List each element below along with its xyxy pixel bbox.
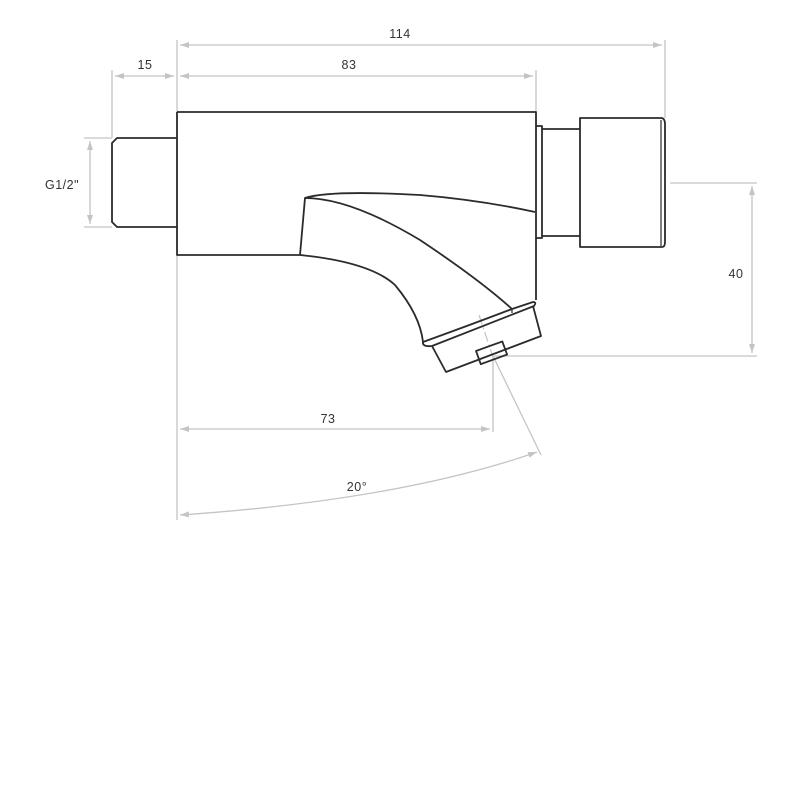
dimension-lines — [87, 42, 755, 518]
dim-arc-20deg — [179, 451, 538, 518]
thread-inlet — [111, 137, 177, 228]
aerator — [431, 305, 542, 373]
label-spout-projection: 73 — [321, 412, 336, 426]
label-spout-height: 40 — [729, 267, 744, 281]
aerator-slot — [475, 340, 508, 366]
spout-axis — [478, 314, 495, 361]
label-overall-length: 114 — [389, 27, 410, 41]
spout — [299, 192, 536, 256]
push-button — [579, 117, 666, 248]
body-flange — [536, 125, 543, 239]
label-thread-size: G1/2" — [45, 178, 79, 192]
label-body-length: 83 — [342, 58, 357, 72]
label-thread-length: 15 — [138, 58, 153, 72]
main-body — [176, 111, 537, 300]
neck — [542, 128, 580, 237]
faucet-outline — [111, 111, 666, 373]
label-spout-angle: 20° — [347, 480, 367, 494]
